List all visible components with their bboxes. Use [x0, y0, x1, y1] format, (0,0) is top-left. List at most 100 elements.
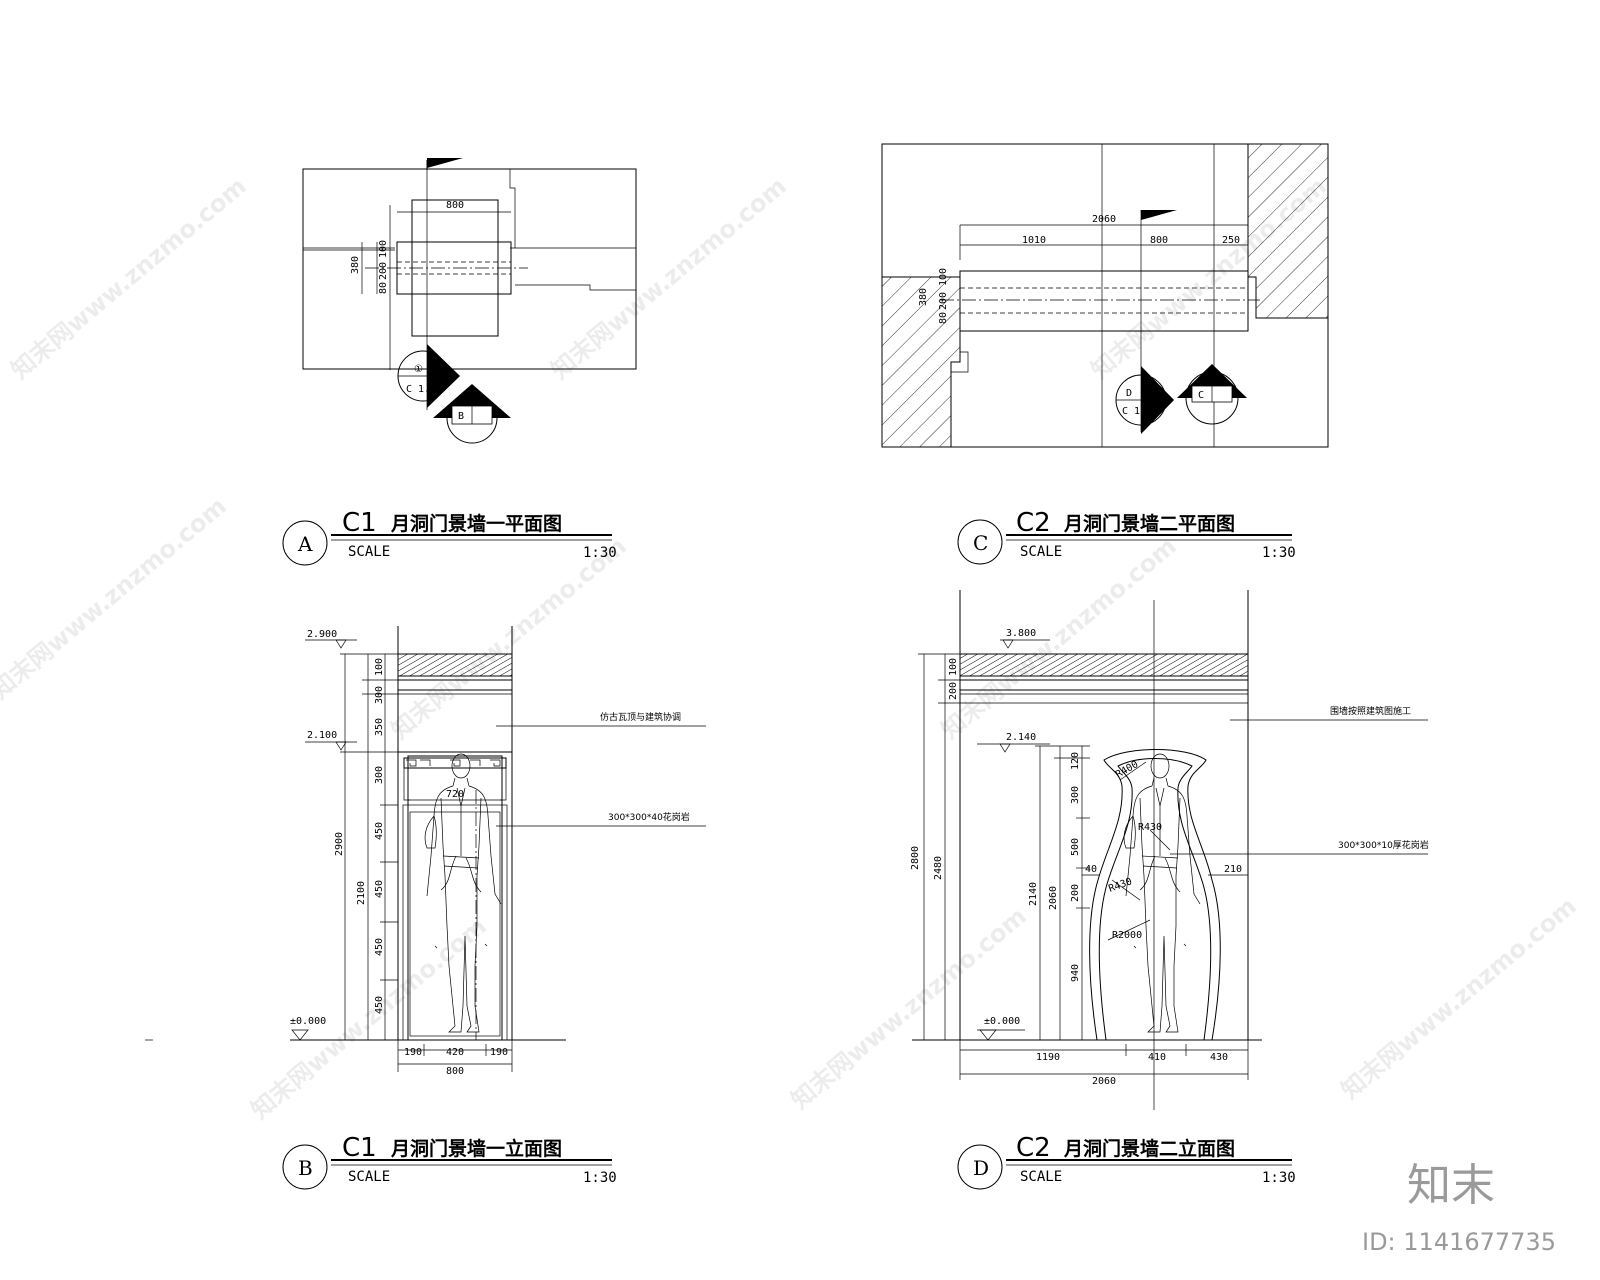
- svg-text:210: 210: [1224, 864, 1242, 875]
- note-roof: 仿古瓦顶与建筑协调: [600, 711, 681, 723]
- dim-d3: 80: [938, 312, 949, 324]
- wall-edge: [509, 169, 636, 249]
- dim-left: 1010: [1022, 235, 1046, 246]
- dim-total-height: 2800: [910, 846, 921, 870]
- scale-value: 1:30: [1262, 545, 1296, 561]
- level-mark-top: 3.800: [1000, 628, 1050, 649]
- title-block-b: B C1 月洞门景墙一立面图 SCALE 1:30: [282, 1133, 617, 1190]
- scale-label: SCALE: [1020, 544, 1062, 560]
- watermark: 知末网www.znzmo.com: [246, 912, 492, 1125]
- drawing-title: 月洞门景墙一立面图: [390, 1137, 562, 1160]
- svg-text:40: 40: [1085, 864, 1097, 875]
- drawing-letter: D: [973, 1156, 989, 1180]
- wall-edge: [515, 284, 636, 291]
- logo-text: 知末: [1407, 1160, 1495, 1211]
- svg-text:±0.000: ±0.000: [290, 1016, 326, 1027]
- svg-text:720: 720: [446, 789, 464, 800]
- svg-text:2.140: 2.140: [1006, 732, 1036, 743]
- drawing-code: C1: [342, 1133, 377, 1163]
- svg-text:190: 190: [404, 1047, 422, 1058]
- watermark: 知末网www.znzmo.com: [546, 172, 792, 385]
- level-mark-base: ±0.000: [977, 1016, 1025, 1041]
- watermark: 知末网www.znzmo.com: [786, 902, 1032, 1115]
- drawing-title: 月洞门景墙二立面图: [1063, 1137, 1235, 1160]
- dim-opening-height: 2100: [356, 881, 367, 905]
- svg-text:420: 420: [446, 1047, 464, 1058]
- svg-text:2.900: 2.900: [307, 629, 337, 640]
- dim-d1: 100: [938, 268, 949, 286]
- svg-text:100: 100: [948, 658, 959, 676]
- level-mark-top: 2.900: [305, 629, 357, 649]
- svg-text:C: C: [1198, 390, 1204, 401]
- wall-hatch-right: [1247, 143, 1329, 319]
- title-block-a: A C1 月洞门景墙一平面图 SCALE 1:30: [282, 508, 617, 566]
- note-wall: 围墙按照建筑图施工: [1330, 705, 1411, 717]
- scale-label: SCALE: [348, 544, 390, 560]
- dim-right: 250: [1222, 235, 1240, 246]
- svg-text:B: B: [458, 411, 464, 422]
- drawing-letter-circle: [957, 519, 1003, 565]
- drawing-title: 月洞门景墙一平面图: [390, 512, 562, 535]
- radius-labels: R400 R430 R430 R2000: [1107, 759, 1171, 941]
- svg-text:190: 190: [490, 1047, 508, 1058]
- svg-text:430: 430: [1210, 1052, 1228, 1063]
- drawing-letter-circle: [282, 1144, 328, 1190]
- drawing-title: 月洞门景墙二平面图: [1063, 512, 1235, 535]
- svg-text:R430: R430: [1107, 876, 1133, 895]
- dim-total: 2060: [1092, 214, 1116, 225]
- note-stone: 300*300*40花岗岩: [608, 811, 690, 823]
- svg-text:R2000: R2000: [1112, 930, 1142, 941]
- watermark: 知末网www.znzmo.com: [0, 492, 232, 705]
- section-callout-1: ① C 1.30: [397, 344, 460, 408]
- scale-label: SCALE: [1020, 1169, 1062, 1185]
- drawing-letter-circle: [282, 520, 328, 566]
- scale-value: 1:30: [583, 545, 617, 561]
- plan-a-boundary: [302, 168, 637, 370]
- north-flag-icon: [427, 158, 463, 168]
- drawing-c-plan: 2060 1010 800 250 380 100 200 80 D C 1.3…: [881, 143, 1329, 565]
- svg-text:D: D: [1126, 388, 1132, 399]
- scale-label: SCALE: [348, 1169, 390, 1185]
- svg-text:2140: 2140: [1028, 882, 1039, 906]
- svg-text:2480: 2480: [933, 856, 944, 880]
- svg-text:300: 300: [1070, 786, 1081, 804]
- svg-text:200: 200: [1070, 884, 1081, 902]
- dim-mid: 800: [1150, 235, 1168, 246]
- watermark: 知末网www.znzmo.com: [1336, 892, 1582, 1105]
- drawing-letter-circle: [957, 1144, 1003, 1190]
- dim-depth: 380: [918, 288, 929, 306]
- note-stone: 300*300*10厚花岗岩: [1338, 839, 1429, 851]
- logo-id: ID: 1141677735: [1362, 1228, 1556, 1256]
- drawing-letter: B: [298, 1156, 313, 1180]
- drawing-letter: A: [297, 532, 313, 556]
- svg-text:2060: 2060: [1092, 1076, 1116, 1087]
- watermark-layer: 知末网www.znzmo.com 知末网www.znzmo.com 知末网www…: [0, 172, 1582, 1125]
- svg-text:350: 350: [374, 718, 385, 736]
- dim-total-height: 2900: [334, 832, 345, 856]
- svg-text:C 1.30: C 1.30: [1122, 406, 1158, 417]
- svg-text:300: 300: [374, 766, 385, 784]
- drawing-a-plan: 800 380 100 200 80 ① C 1.30 B A: [282, 158, 637, 566]
- svg-text:100: 100: [374, 658, 385, 676]
- svg-text:300: 300: [374, 686, 385, 704]
- dim-d2: 200: [378, 262, 389, 280]
- drawing-code: C1: [342, 508, 377, 538]
- watermark: 知末网www.znzmo.com: [6, 172, 252, 385]
- dim-d1: 100: [378, 240, 389, 258]
- watermark: 知末网www.znzmo.com: [386, 532, 632, 745]
- svg-text:200: 200: [948, 682, 959, 700]
- title-block-d: D C2 月洞门景墙二立面图 SCALE 1:30: [957, 1133, 1296, 1190]
- drawing-code: C2: [1016, 1133, 1051, 1163]
- roof-tiles: [959, 653, 1249, 677]
- svg-text:450: 450: [374, 822, 385, 840]
- svg-text:410: 410: [1148, 1052, 1166, 1063]
- section-callout-2: C: [1177, 364, 1247, 425]
- svg-text:800: 800: [446, 1066, 464, 1077]
- svg-text:±0.000: ±0.000: [984, 1016, 1020, 1027]
- scale-value: 1:30: [1262, 1170, 1296, 1186]
- svg-text:3.800: 3.800: [1006, 628, 1036, 639]
- scale-figure: [1123, 753, 1201, 1033]
- vase-opening: [1089, 749, 1221, 1041]
- drawing-b-elevation: 2.900 2.100 ±0.000 2900 2100 100 300 350…: [145, 626, 706, 1190]
